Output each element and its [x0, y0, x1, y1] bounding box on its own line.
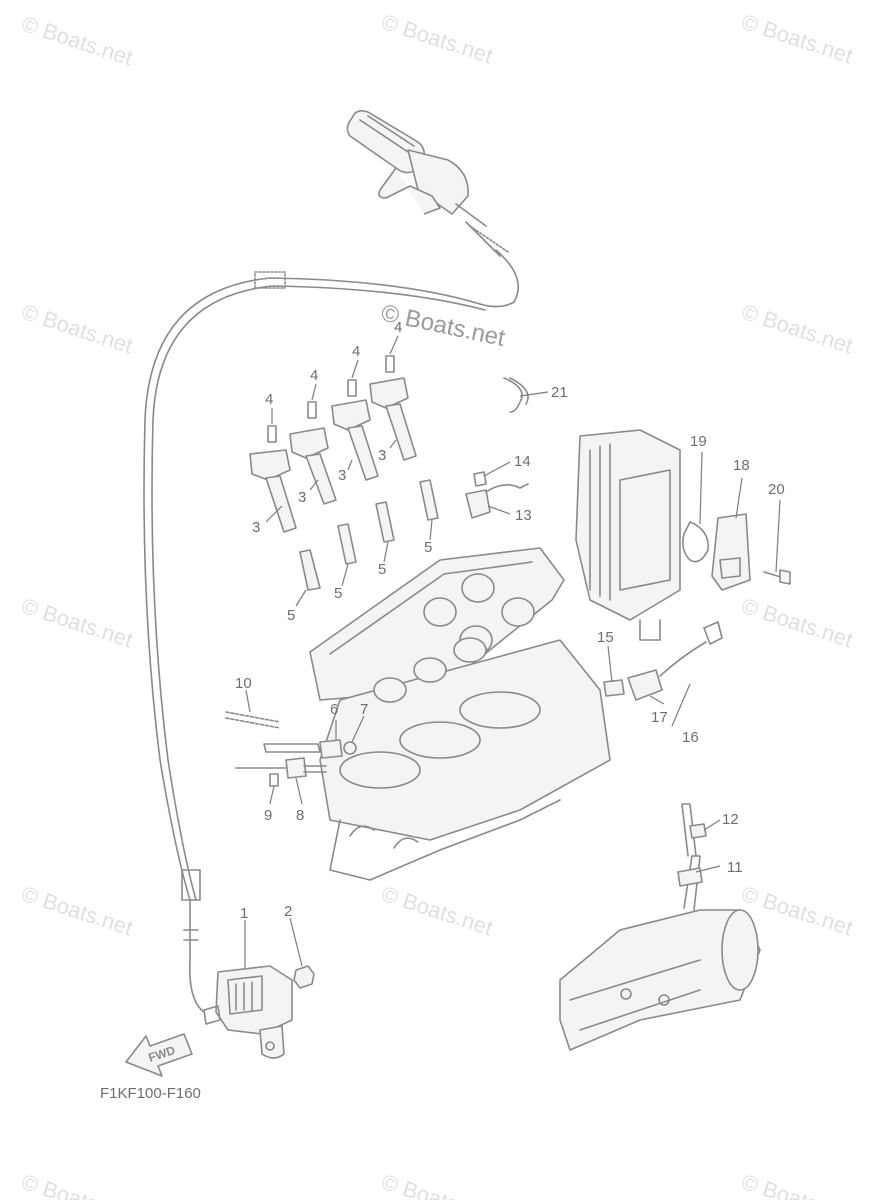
- ignition-coils: [249, 377, 417, 533]
- callout-3: 3: [338, 467, 346, 484]
- callout-7: 7: [360, 701, 368, 718]
- watermark-text: © Boats.net: [18, 299, 135, 358]
- callout-1: 1: [240, 905, 248, 922]
- callout-20: 20: [768, 481, 785, 498]
- spark-plugs-5: [299, 479, 439, 591]
- callout-11: 11: [727, 859, 743, 876]
- callout-3: 3: [378, 447, 386, 464]
- watermark-text: © Boats.net: [738, 299, 855, 358]
- part-13-14-sensor: [465, 471, 529, 519]
- engine-block: [309, 547, 611, 881]
- watermark-text: © Boats.net: [18, 593, 135, 652]
- callout-labels: 1 2 3 3 3 3 4 4 4 4 5 5 5 5 6 7 8 9 10 1…: [235, 319, 785, 922]
- callout-6: 6: [330, 701, 338, 718]
- part-2-nut: [293, 965, 315, 989]
- callout-18: 18: [733, 457, 750, 474]
- callout-10: 10: [235, 675, 252, 692]
- callout-14: 14: [514, 453, 531, 470]
- callout-3: 3: [298, 489, 306, 506]
- watermark-text: © Boats.net: [378, 881, 495, 940]
- callout-5: 5: [287, 607, 295, 624]
- callout-4: 4: [394, 319, 402, 336]
- throttle-grip: [346, 110, 520, 308]
- watermark-text: © Boats.net: [738, 9, 855, 68]
- watermark-text: © Boats.net: [738, 593, 855, 652]
- watermark-text: © Boats.net: [18, 1169, 135, 1200]
- callout-5: 5: [334, 585, 342, 602]
- part-21-hose: [503, 377, 529, 413]
- parts-6-10: [225, 711, 357, 787]
- callout-3: 3: [252, 519, 260, 536]
- callout-12: 12: [722, 811, 739, 828]
- exhaust-manifold: [559, 803, 761, 1051]
- callout-17: 17: [651, 709, 668, 726]
- watermark-text: © Boats.net: [378, 9, 495, 68]
- ecu-housing: [575, 429, 791, 641]
- callout-4: 4: [265, 391, 273, 408]
- sensors-15-17: [603, 621, 723, 701]
- watermark-text: © Boats.net: [378, 1169, 495, 1200]
- watermark-text: © Boats.net: [18, 11, 135, 70]
- callout-21: 21: [551, 384, 568, 401]
- callout-13: 13: [515, 507, 532, 524]
- watermark-text: © Boats.net: [18, 881, 135, 940]
- leader-lines: [244, 335, 781, 968]
- callout-5: 5: [424, 539, 432, 556]
- diagram-code: F1KF100-F160: [100, 1085, 201, 1102]
- throttle-cable: [143, 271, 486, 1013]
- callout-5: 5: [378, 561, 386, 578]
- callout-8: 8: [296, 807, 304, 824]
- callout-16: 16: [682, 729, 699, 746]
- callout-19: 19: [690, 433, 707, 450]
- part-1-bracket: [203, 965, 293, 1059]
- bolts-4: [267, 355, 395, 443]
- callout-4: 4: [310, 367, 318, 384]
- watermark-text: © Boats.net: [738, 1169, 855, 1200]
- fwd-arrow: FWD: [125, 1033, 193, 1077]
- callout-4: 4: [352, 343, 360, 360]
- callout-2: 2: [284, 903, 292, 920]
- callout-9: 9: [264, 807, 272, 824]
- callout-15: 15: [597, 629, 614, 646]
